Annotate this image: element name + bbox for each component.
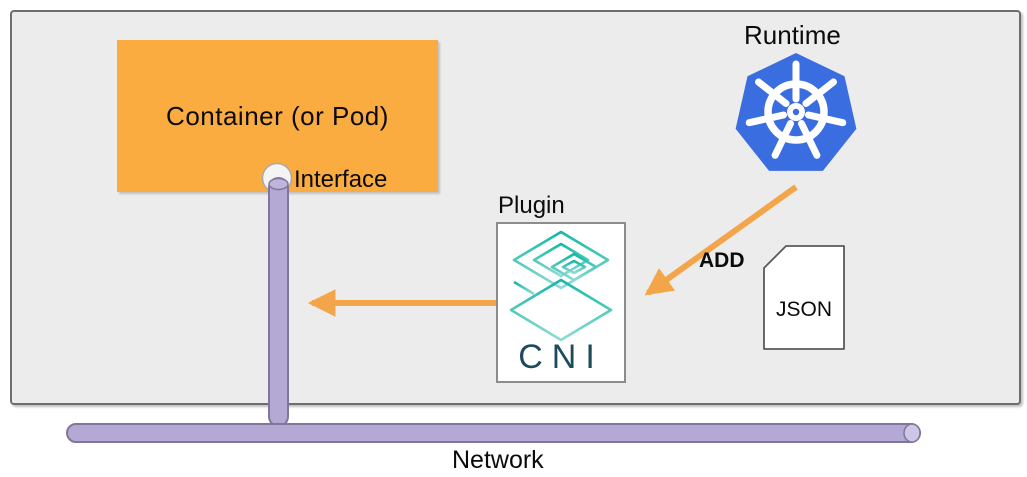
arrow-runtime-to-plugin [644,184,798,296]
cni-logo-icon [509,230,613,342]
interface-label: Interface [294,166,388,193]
plugin-label: Plugin [498,192,565,219]
add-action-label: ADD [699,249,745,272]
json-document-label: JSON [775,298,832,321]
json-document-icon: JSON [763,245,845,350]
network-pipe-end-cap [903,423,921,443]
network-label: Network [452,446,544,474]
json-document-shape [763,245,845,350]
cni-logo-text: CNI [518,338,604,376]
plugin-box: CNI [496,222,626,383]
runtime-label: Runtime [744,20,841,50]
interface-pipe-vertical [268,177,289,427]
network-pipe-horizontal [66,423,921,443]
container-label: Container (or Pod) [166,100,389,131]
interface-pipe-opening [268,177,289,191]
